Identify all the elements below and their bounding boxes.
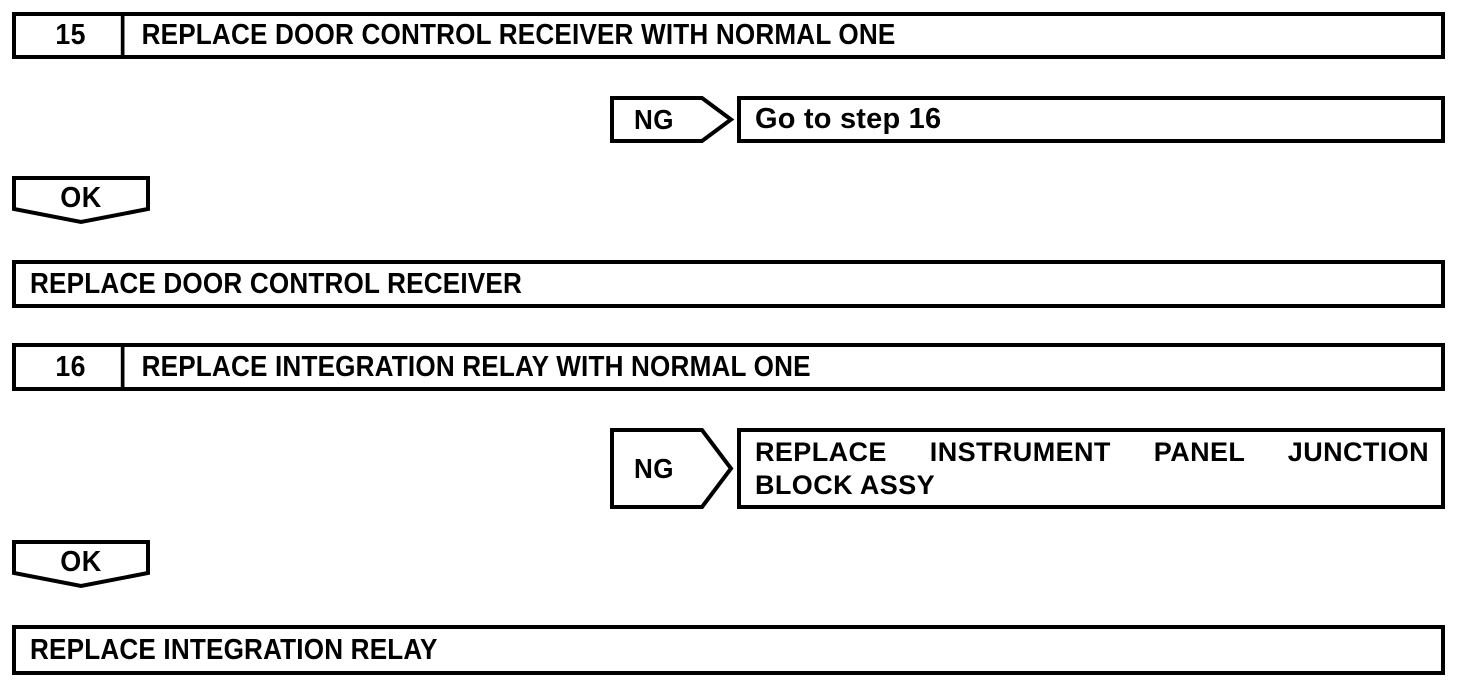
ng-result-line1-16: REPLACE INSTRUMENT PANEL JUNCTION: [755, 436, 1429, 467]
ok-result-box-15: REPLACE DOOR CONTROL RECEIVER: [12, 260, 1445, 308]
ng-result-box-15: Go to step 16: [737, 96, 1445, 143]
ok-badge-15: OK: [12, 176, 150, 225]
ok-badge-16: OK: [12, 540, 150, 589]
ng-label-15: NG: [634, 103, 674, 135]
ng-result-text-15: Go to step 16: [755, 102, 942, 135]
ng-label-16: NG: [634, 452, 674, 484]
ok-pentagon-icon: [12, 540, 150, 589]
ok-result-box-16: REPLACE INTEGRATION RELAY: [12, 625, 1445, 675]
ng-result-text-16: REPLACE INSTRUMENT PANEL JUNCTION BLOCK …: [755, 436, 1429, 502]
step-row-16: 16 REPLACE INTEGRATION RELAY WITH NORMAL…: [12, 343, 1445, 391]
ng-badge-16: NG: [610, 428, 734, 509]
ok-result-text-16: REPLACE INTEGRATION RELAY: [30, 633, 438, 666]
step-number-15: 15: [21, 16, 125, 55]
ok-result-text-15: REPLACE DOOR CONTROL RECEIVER: [30, 267, 522, 300]
ng-pentagon-icon: [610, 428, 734, 509]
ok-label-15: OK: [60, 181, 102, 214]
ng-pentagon-icon: [610, 96, 735, 143]
ok-label-16: OK: [60, 545, 102, 578]
step-row-15: 15 REPLACE DOOR CONTROL RECEIVER WITH NO…: [12, 12, 1445, 59]
step-instruction-15: REPLACE DOOR CONTROL RECEIVER WITH NORMA…: [141, 19, 896, 51]
step-number-16: 16: [21, 347, 125, 387]
ok-pentagon-icon: [12, 176, 150, 225]
ng-badge-15: NG: [610, 96, 735, 143]
ng-result-box-16: REPLACE INSTRUMENT PANEL JUNCTION BLOCK …: [737, 428, 1445, 509]
step-instruction-16: REPLACE INTEGRATION RELAY WITH NORMAL ON…: [141, 350, 811, 383]
ng-result-line2-16: BLOCK ASSY: [755, 469, 936, 500]
